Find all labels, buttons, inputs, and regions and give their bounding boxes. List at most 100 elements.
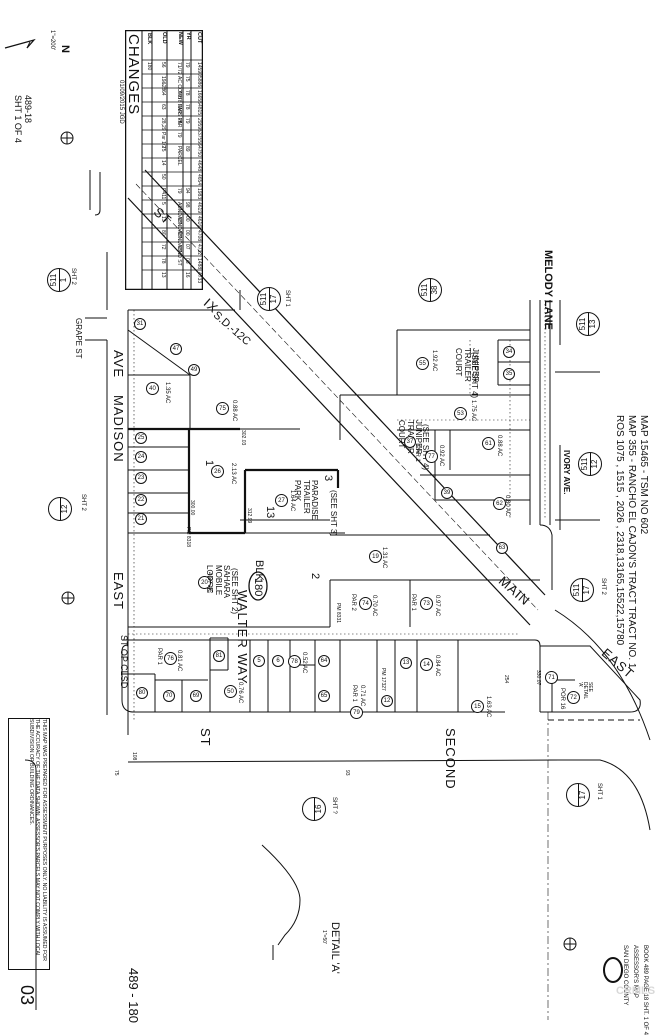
pm-17327: PM 17327	[380, 668, 386, 691]
parcel-25[interactable]: 25	[135, 432, 147, 444]
page-ref-16[interactable]: 16	[302, 797, 326, 821]
street-st-op-clsd: ST OP CLSD	[119, 635, 129, 689]
parcel-64[interactable]: 64	[318, 655, 330, 667]
ref-book: 511	[572, 583, 581, 597]
page-ref-sht: SHT 1	[284, 290, 290, 307]
parcel-27[interactable]: 27	[275, 494, 288, 507]
sheet-label: SHT 1 OF 4	[13, 95, 23, 143]
row-new: SMIS PAR	[176, 104, 182, 128]
street-second: SECOND	[443, 728, 458, 790]
col-yr: YR	[185, 32, 191, 40]
juniper-see-sheet-1: (SEE SHT 4)	[421, 424, 430, 471]
juniper-see-sheet-2: (SEE SHT 4)	[470, 352, 479, 399]
col-old: OLD	[161, 32, 167, 44]
parcel-5[interactable]: 5	[253, 655, 265, 667]
map-ref-line1: MAP 15465 - TSM NO 602	[638, 415, 649, 535]
parcel-74[interactable]: 74	[359, 597, 372, 610]
row-yr: 07	[184, 244, 190, 250]
parcel-19[interactable]: 19	[369, 550, 382, 563]
parcel-61-area: 0.88 AC	[496, 435, 502, 457]
parcel-34[interactable]: 34	[503, 346, 515, 358]
lot-2: 2	[309, 573, 321, 580]
map-ref-line3: ROS 1075 , 1515 , 2026 , 2318,13165,1552…	[614, 415, 625, 646]
parcel-65[interactable]: 65	[318, 690, 330, 702]
row-new: 75	[176, 118, 182, 124]
parcel-76-area: 0.81 AC	[176, 650, 182, 672]
ref-page: 38	[430, 285, 439, 295]
row-cut: 14590	[196, 62, 202, 76]
parcel-53[interactable]: 53	[454, 407, 467, 420]
parcel-69[interactable]: 69	[190, 690, 202, 702]
parcel-20[interactable]: 20	[198, 576, 211, 589]
parcel-80[interactable]: 80	[136, 687, 148, 699]
parcel-77[interactable]: 77	[425, 450, 438, 463]
parcel-75[interactable]: 75	[216, 402, 229, 415]
parcel-72[interactable]: 72	[567, 691, 580, 704]
parcel-73[interactable]: 73	[420, 597, 433, 610]
dim-75: 75	[113, 770, 119, 776]
parcel-76[interactable]: 76	[164, 652, 177, 665]
page-ref-12-sht2[interactable]: 12	[48, 497, 72, 521]
parcel-35[interactable]: 35	[503, 368, 515, 380]
parcel-22[interactable]: 22	[135, 494, 147, 506]
parcel-62[interactable]: 62	[493, 497, 506, 510]
row-old: 56	[160, 62, 166, 68]
parcel-78[interactable]: 78	[288, 655, 301, 668]
parcel-27-area: 1.64 AC	[289, 490, 295, 512]
row-old: 75	[160, 146, 166, 152]
parcel-13[interactable]: 13	[400, 657, 412, 669]
parcel-47[interactable]: 47	[170, 343, 182, 355]
parcel-40-area: 1.35 AC	[164, 382, 170, 404]
parcel-15[interactable]: 15	[471, 700, 484, 713]
detail-a-title: DETAIL 'A'	[329, 922, 341, 974]
parcel-14[interactable]: 14	[420, 658, 433, 671]
col-new: NEW	[177, 32, 183, 45]
parcel-63[interactable]: 63	[496, 542, 508, 554]
parcel-31[interactable]: 31	[134, 318, 146, 330]
row-yr: 79	[184, 62, 190, 68]
parcel-24[interactable]: 24	[135, 451, 147, 463]
page-ref-17-sht1[interactable]: 17	[566, 783, 590, 807]
parcel-71[interactable]: 71	[545, 671, 558, 684]
changes-table-grid	[124, 29, 204, 291]
parcel-53-area: 1.75 AC	[470, 400, 476, 422]
street-melody-lane: MELODY LANE	[542, 250, 554, 330]
parcel-81[interactable]: 81	[213, 650, 225, 662]
parcel-21[interactable]: 21	[135, 513, 147, 525]
parcel-23[interactable]: 23	[135, 472, 147, 484]
col-cut: CUT	[196, 32, 202, 44]
disclaimer-text: THIS MAP WAS PREPARED FOR ASSESSMENT PUR…	[28, 719, 47, 961]
lot-3: 3	[322, 475, 334, 482]
parcel-37[interactable]: 37	[404, 436, 416, 448]
parcel-20-area: 4.87 AC	[206, 572, 212, 594]
block-number: 180	[252, 578, 264, 597]
page-ref-sht: SHT 2	[600, 578, 606, 595]
dim-300: 300.00	[189, 500, 195, 516]
row-cut: 4648	[196, 160, 202, 172]
street-ivory-ave: IVORY AVE.	[562, 450, 571, 495]
parcel-39[interactable]: 39	[441, 487, 453, 499]
row-cut: 4733	[196, 272, 202, 284]
ref-book: 511	[580, 457, 589, 471]
dim-330: 330.07	[535, 670, 541, 686]
street-grape-st: GRAPE ST	[74, 318, 83, 359]
parcel-12[interactable]: 12	[381, 695, 393, 707]
parcel-49[interactable]: 49	[188, 364, 200, 376]
parcel-55[interactable]: 55	[416, 357, 429, 370]
pm-8331: PM 8331	[335, 603, 341, 624]
parcel-50[interactable]: 50	[224, 685, 237, 698]
parcel-70[interactable]: 70	[163, 690, 175, 702]
row-yr: 08	[184, 258, 190, 264]
parcel-61[interactable]: 61	[482, 437, 495, 450]
row-yr: 98	[184, 202, 190, 208]
parcel-79[interactable]: 79	[350, 706, 363, 719]
parcel-40[interactable]: 40	[146, 382, 159, 395]
parcel-6[interactable]: 6	[272, 655, 284, 667]
parcel-26[interactable]: 26	[211, 465, 224, 478]
